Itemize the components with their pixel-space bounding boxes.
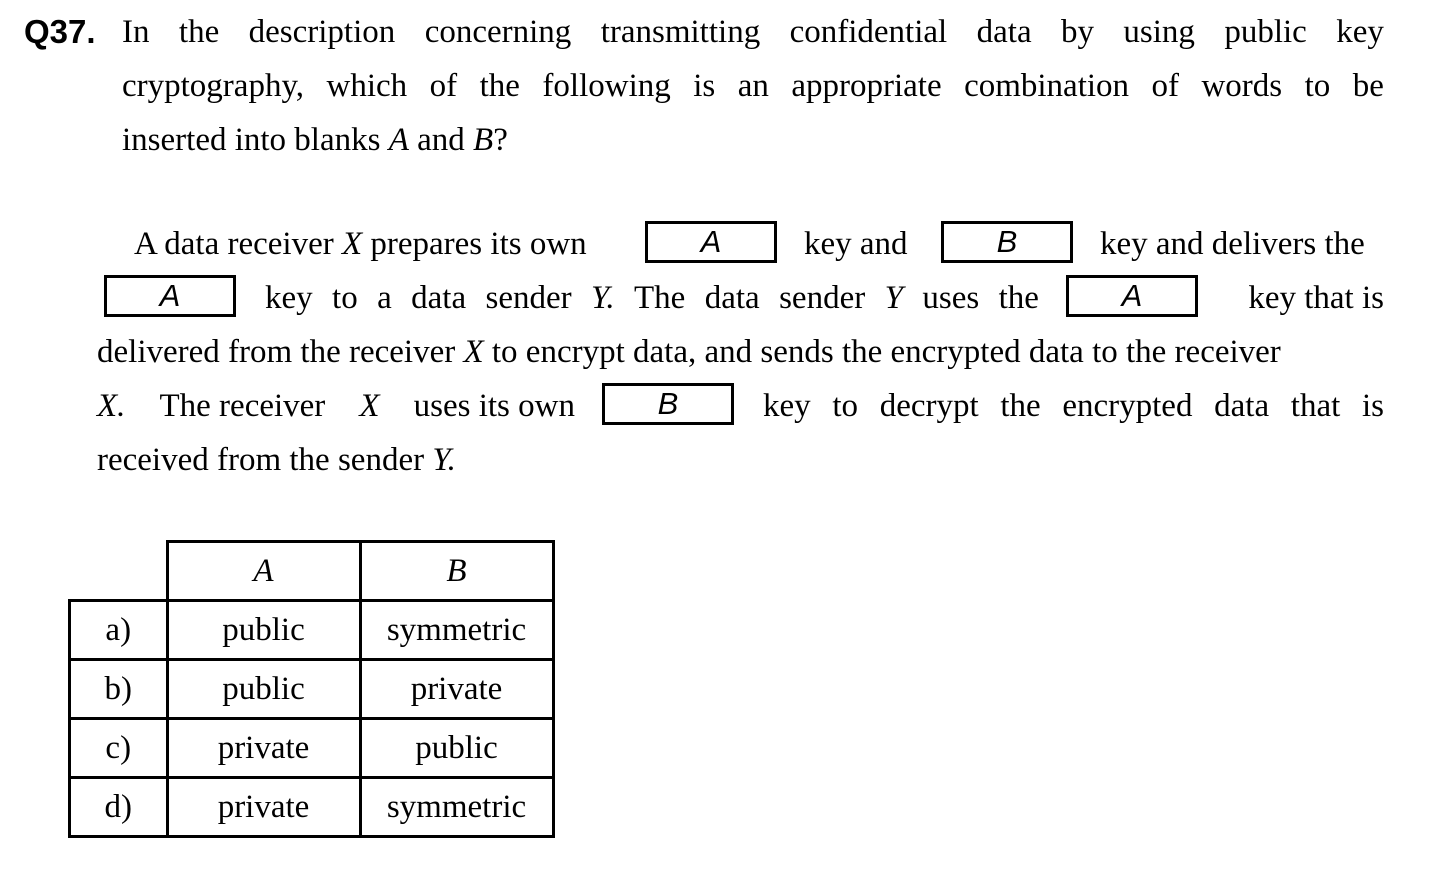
sender-y: Y. [432, 442, 456, 478]
receiver-x: X [359, 388, 380, 424]
option-a-value: public [165, 658, 362, 720]
word: public [1224, 14, 1307, 50]
option-b-value: symmetric [358, 776, 555, 838]
column-header-b: B [358, 540, 555, 602]
word: be [1352, 68, 1384, 104]
table-row[interactable]: a) public symmetric [68, 599, 555, 661]
word: description [248, 14, 396, 50]
word: data [411, 280, 467, 316]
blank-b-box: B [941, 221, 1073, 263]
text: inserted into blanks [122, 122, 389, 158]
text: delivered from the receiver [97, 334, 464, 370]
passage-line-5: received from the sender Y. [97, 438, 456, 482]
receiver-x: X. [97, 388, 126, 424]
word: combination [964, 68, 1130, 104]
word: following [542, 68, 671, 104]
word: the [998, 280, 1039, 316]
receiver-x: X [463, 334, 484, 370]
word: sender [485, 280, 572, 316]
word: confidential [789, 14, 948, 50]
blank-ref-a: A [388, 122, 409, 158]
option-label: b) [68, 658, 169, 720]
text: received from the sender [97, 442, 433, 478]
word: uses [922, 280, 980, 316]
word: appropriate [791, 68, 942, 104]
option-a-value: private [165, 717, 362, 779]
word: which [326, 68, 408, 104]
option-label: d) [68, 776, 169, 838]
option-b-value: private [358, 658, 555, 720]
passage-line-4-start: X. The receiver X uses its own [97, 384, 575, 428]
column-header-a: A [165, 540, 362, 602]
word: to [332, 280, 358, 316]
text: A data receiver [134, 226, 342, 262]
word: to [1304, 68, 1331, 104]
word: The [634, 280, 686, 316]
blank-a-box: A [1066, 275, 1198, 317]
passage-line-2-end: key that is [1248, 280, 1384, 316]
word: data [976, 14, 1032, 50]
blank-ref-b: B [473, 122, 494, 158]
option-label: a) [68, 599, 169, 661]
passage-line-3: delivered from the receiver X to encrypt… [97, 330, 1384, 374]
text: prepares its own [362, 226, 587, 262]
sender-y: Y. [591, 280, 615, 316]
word: an [737, 68, 769, 104]
question-line-1: In the description concerning transmitti… [122, 10, 1384, 54]
text: and [408, 122, 474, 158]
passage-line-1-end: key and delivers the [1100, 226, 1365, 262]
table-row[interactable]: c) private public [68, 717, 555, 779]
receiver-x: X [341, 226, 363, 262]
option-b-value: symmetric [358, 599, 555, 661]
table-header-row: A B [69, 540, 555, 602]
text: ? [493, 122, 508, 158]
word: of [429, 68, 458, 104]
option-label: c) [68, 717, 169, 779]
word: key [265, 280, 313, 316]
blank-a-box: A [104, 275, 236, 317]
word: the [479, 68, 520, 104]
answer-table: A B a) public symmetric b) public privat… [68, 540, 555, 838]
word: concerning [424, 14, 572, 50]
table-row[interactable]: d) private symmetric [68, 776, 555, 838]
word: using [1123, 14, 1195, 50]
text: to encrypt data, and sends the encrypted… [483, 334, 1281, 370]
question-line-3: inserted into blanks A and B? [122, 118, 1384, 162]
word: of [1151, 68, 1180, 104]
word: In [122, 14, 150, 50]
sender-y: Y [884, 280, 903, 316]
text: The receiver [159, 388, 326, 424]
word: is [693, 68, 716, 104]
option-a-value: private [165, 776, 362, 838]
passage-key-and: key and [804, 226, 908, 262]
option-b-value: public [358, 717, 555, 779]
blank-a-box: A [645, 221, 777, 263]
word: words [1201, 68, 1283, 104]
option-a-value: public [165, 599, 362, 661]
word: sender [779, 280, 866, 316]
passage-line-2-middle: key to a data sender Y. The data sender … [265, 276, 1039, 320]
table-corner [69, 541, 169, 602]
question-line-2: cryptography, which of the following is … [122, 64, 1384, 108]
word: key [1336, 14, 1384, 50]
word: data [704, 280, 760, 316]
text: uses its own [413, 388, 575, 424]
question-number: Q37. [24, 13, 96, 50]
passage-line-1-start: A data receiver X prepares its own [134, 222, 587, 266]
blank-b-box: B [602, 383, 734, 425]
word: transmitting [600, 14, 761, 50]
word: the [178, 14, 220, 50]
word: cryptography, [122, 68, 305, 104]
word: a [377, 280, 392, 316]
passage-line-4-end: key to decrypt the encrypted data that i… [763, 388, 1384, 424]
table-row[interactable]: b) public private [68, 658, 555, 720]
word: by [1061, 14, 1094, 50]
